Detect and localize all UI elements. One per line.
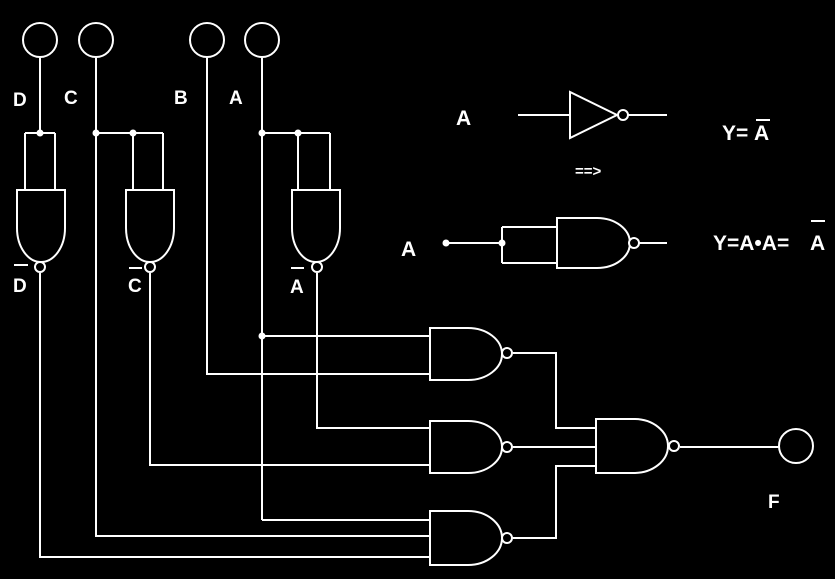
junction-dot [258, 332, 266, 340]
equivalence-arrow: ==> [575, 163, 602, 180]
junction-dot [92, 129, 100, 137]
nand-inverter-a [291, 189, 341, 273]
legend-inverter: A Y= A [456, 90, 770, 145]
input-label-a: A [229, 88, 243, 109]
junction-dots [36, 129, 302, 340]
legend-expr-2-bar: A [810, 232, 825, 255]
nand-gate-3 [429, 510, 513, 566]
legend-expr-1-prefix: Y= [722, 122, 748, 145]
legend-input-a-2: A [401, 238, 416, 261]
nand-gate-1 [429, 327, 513, 381]
junction-dot [258, 129, 266, 137]
nand-gate-final [595, 418, 680, 474]
legend-expr-1-bar: A [754, 122, 769, 145]
junction-dot [294, 129, 302, 137]
nand-inverter-c [125, 189, 175, 273]
output-terminal-f [778, 428, 814, 464]
junction-dot [129, 129, 137, 137]
nand-inverter-d [16, 189, 66, 273]
inverted-label-c: C [128, 276, 142, 297]
input-terminals [22, 22, 280, 58]
input-label-d: D [13, 90, 27, 111]
legend-expr-2-prefix: Y=A•A= [713, 232, 789, 255]
inverter-symbol [569, 90, 620, 140]
nand-gate-2 [429, 420, 513, 474]
input-terminal-d [22, 22, 58, 58]
nand-symbol [556, 217, 631, 269]
junction-dot [36, 129, 44, 137]
input-terminal-a [244, 22, 280, 58]
input-label-b: B [174, 88, 188, 109]
output-label-f: F [768, 492, 780, 513]
inverted-label-a: A [290, 277, 304, 298]
input-terminal-c [78, 22, 114, 58]
input-label-c: C [64, 88, 78, 109]
wires [24, 58, 779, 558]
legend-input-a: A [456, 107, 471, 130]
legend-nand-inverter: A Y=A•A= A [401, 217, 825, 269]
input-terminal-b [189, 22, 225, 58]
inverted-label-d: D [13, 276, 27, 297]
